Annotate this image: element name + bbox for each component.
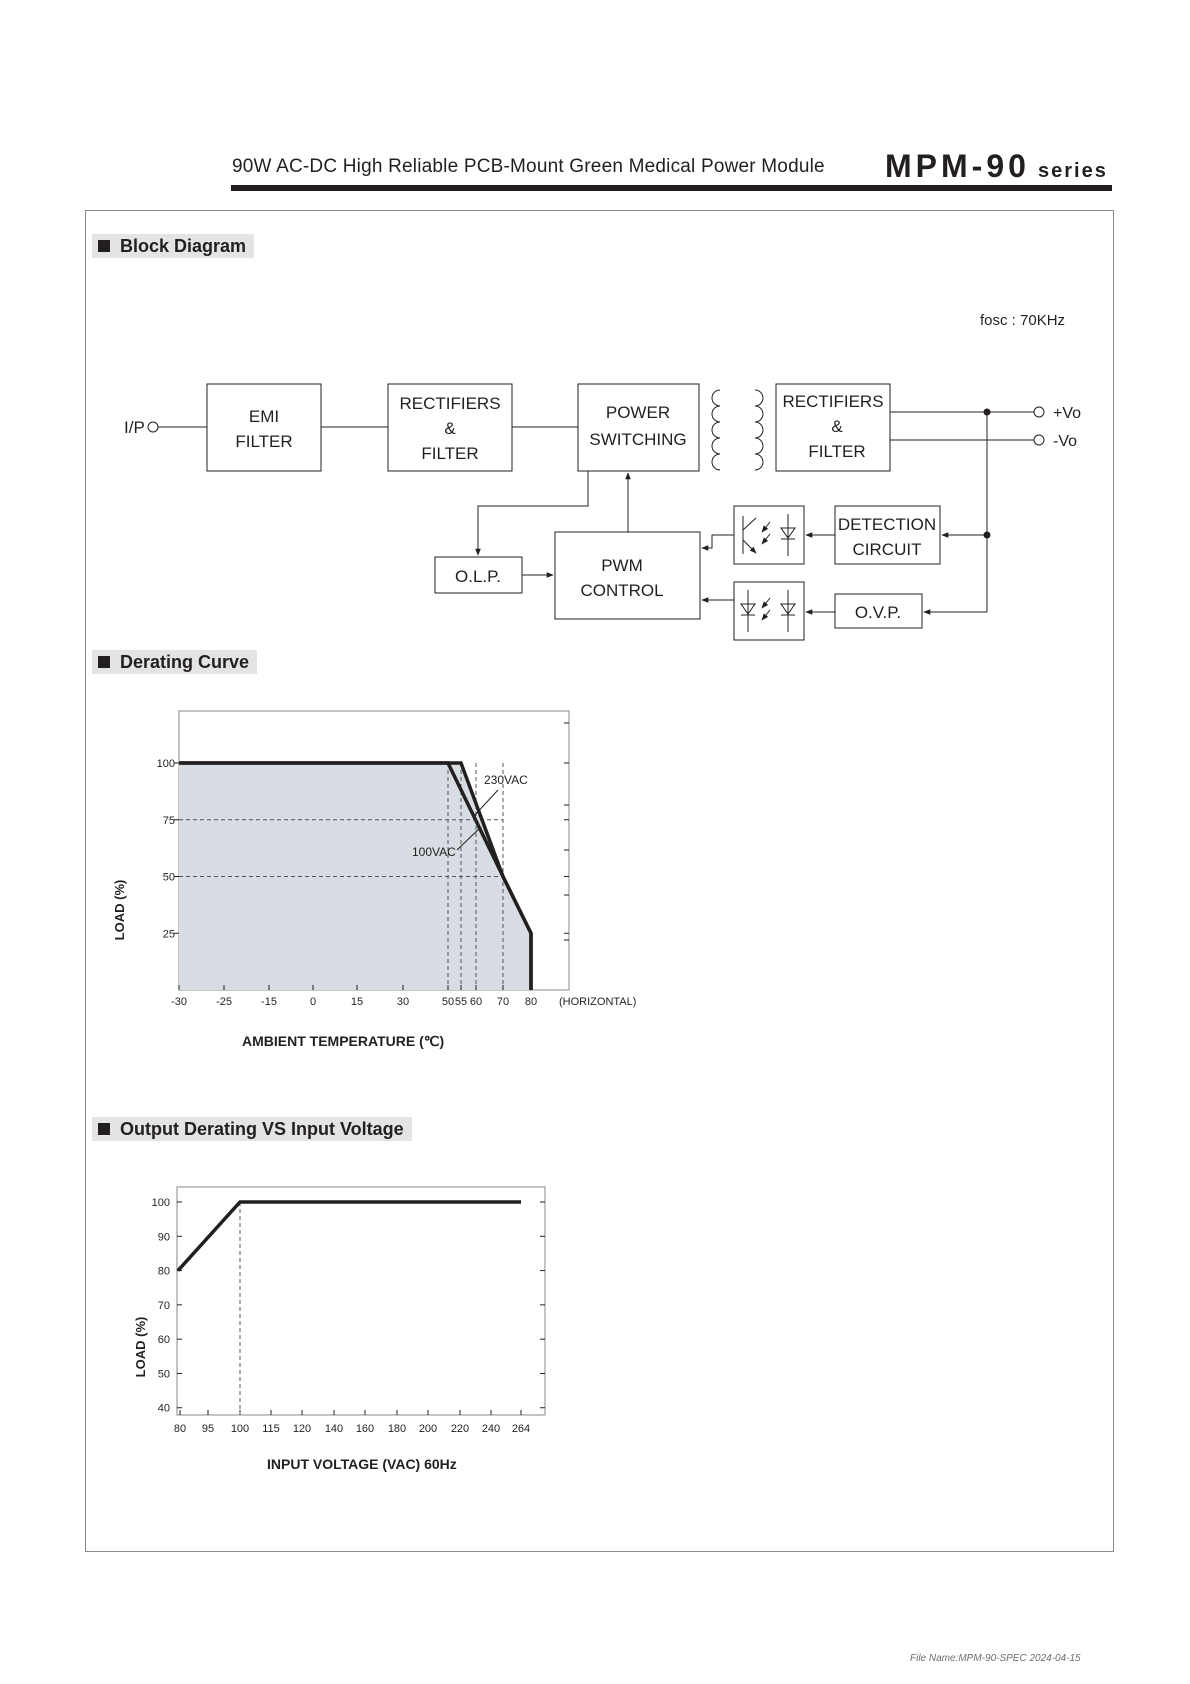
x-tick-label: 200 [419, 1423, 437, 1435]
rect-in-label-2: & [444, 419, 456, 438]
y-tick-label: 25 [163, 928, 175, 940]
output-derating-title-text: Output Derating VS Input Voltage [120, 1119, 404, 1139]
x-tick-label: 180 [388, 1423, 406, 1435]
x-tick-label: 15 [351, 996, 363, 1008]
bullet-square-icon [98, 1123, 110, 1135]
y-tick-label: 80 [158, 1266, 170, 1278]
detection-label-2: CIRCUIT [853, 540, 922, 559]
x-tick-label: 220 [451, 1423, 469, 1435]
y-tick-label: 90 [158, 1231, 170, 1243]
rect-in-label-1: RECTIFIERS [399, 394, 500, 413]
bullet-square-icon [98, 240, 110, 252]
derating-curve-title-text: Derating Curve [120, 652, 250, 672]
emi-filter-box [206, 383, 322, 472]
vo-plus-label: +Vo [1053, 405, 1081, 422]
input-label: I/P [124, 418, 145, 437]
pwm-label-1: PWM [601, 556, 643, 575]
derating-curve-title: Derating Curve [92, 650, 258, 674]
x-tick-label: 140 [325, 1423, 343, 1435]
annotation-leader [456, 826, 482, 851]
x-tick-label: -15 [261, 996, 277, 1008]
y-tick-label: 50 [158, 1368, 170, 1380]
olp-label: O.L.P. [455, 567, 501, 586]
output-derating-chart: 40 50 60 70 80 90 100 80 95 100 115 120 140 160 180 200… [133, 1186, 546, 1472]
annotation-230vac: 230VAC [484, 773, 528, 787]
annotation-leader [472, 789, 499, 818]
power-switching-label-2: SWITCHING [589, 430, 686, 449]
x-tick-label: 120 [293, 1423, 311, 1435]
y-tick-label: 40 [158, 1403, 170, 1415]
x-tick-label: 0 [310, 996, 316, 1008]
rect-out-label-1: RECTIFIERS [782, 392, 883, 411]
power-switching-label-1: POWER [606, 403, 670, 422]
y-tick-label: 75 [163, 815, 175, 827]
pwm-control-box [554, 531, 701, 620]
output-derating-title: Output Derating VS Input Voltage [92, 1117, 412, 1141]
x-tick-label: 80 [525, 996, 537, 1008]
x-tick-label: -30 [171, 996, 187, 1008]
x-tick-label: 160 [356, 1423, 374, 1435]
block-diagram: fosc : 70KHz I/P EMI FILTER RECTIFIERS &… [124, 312, 1081, 641]
emi-label-2: FILTER [235, 432, 292, 451]
footer-filename: File Name:MPM-90-SPEC 2024-04-15 [910, 1653, 1081, 1664]
x-tick-label: -25 [216, 996, 232, 1008]
content-frame [85, 210, 1114, 1552]
vo-minus-label: -Vo [1053, 433, 1077, 450]
header-rule [231, 185, 1112, 191]
y-tick-label: 50 [163, 872, 175, 884]
ovp-box [834, 593, 923, 629]
rect-out-label-2: & [831, 417, 843, 436]
x-tick-label: 30 [397, 996, 409, 1008]
x-tick-label: 264 [512, 1423, 530, 1435]
x-axis-label: INPUT VOLTAGE (VAC) 60Hz [267, 1456, 457, 1472]
x-tick-label: 50 [442, 996, 454, 1008]
rect-out-label-3: FILTER [808, 442, 865, 461]
ovp-label: O.V.P. [855, 603, 901, 622]
y-tick-label: 70 [158, 1300, 170, 1312]
rectifiers-output-box [775, 383, 891, 472]
y-axis-label: LOAD (%) [133, 1317, 148, 1378]
block-diagram-title: Block Diagram [92, 234, 255, 258]
x-tick-label: 55 [455, 996, 467, 1008]
x-tick-label: 80 [174, 1423, 186, 1435]
header-series: series [1038, 160, 1108, 182]
optocoupler-2-box [733, 581, 805, 641]
emi-label-1: EMI [249, 407, 279, 426]
annotation-100vac: 100VAC [412, 845, 456, 859]
plot-frame [176, 1186, 546, 1416]
y-tick-label: 60 [158, 1334, 170, 1346]
x-tick-label: 115 [262, 1423, 280, 1435]
x-tick-label: 70 [497, 996, 509, 1008]
block-diagram-title-text: Block Diagram [120, 236, 247, 256]
header-model: MPM-90 [885, 148, 1030, 184]
rect-in-label-3: FILTER [421, 444, 478, 463]
detection-label-1: DETECTION [838, 515, 936, 534]
header-title: 90W AC-DC High Reliable PCB-Mount Green … [232, 156, 825, 177]
x-tick-label: 100 [231, 1423, 249, 1435]
fosc-label: fosc : 70KHz [980, 312, 1065, 329]
series-line-0 [176, 1200, 521, 1272]
horizontal-label: (HORIZONTAL) [559, 996, 636, 1008]
y-axis-label: LOAD (%) [112, 880, 127, 941]
bullet-square-icon [98, 656, 110, 668]
x-axis-label: AMBIENT TEMPERATURE (℃) [242, 1033, 444, 1049]
y-tick-label: 100 [152, 1197, 170, 1209]
y-tick-label: 100 [157, 758, 175, 770]
power-switching-box [577, 383, 700, 472]
series-line-1 [179, 761, 533, 990]
pwm-label-2: CONTROL [580, 581, 663, 600]
x-tick-label: 60 [470, 996, 482, 1008]
x-tick-label: 240 [482, 1423, 500, 1435]
x-tick-label: 95 [202, 1423, 214, 1435]
